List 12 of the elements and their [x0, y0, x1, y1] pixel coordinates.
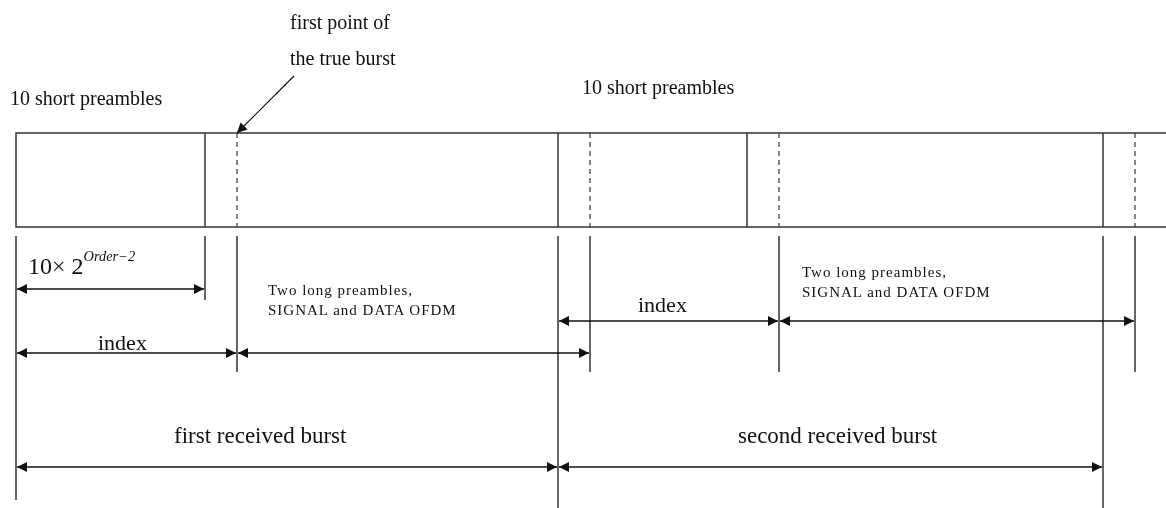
duration-formula: 10× 2$^{Order−2}$: [28, 248, 136, 281]
section-label: 10 short preambles: [582, 75, 735, 99]
leader-arrow: [236, 75, 295, 134]
dimension-label: index: [98, 330, 147, 357]
callout-text: first point of the true burst: [290, 4, 418, 76]
segment-label: Two long preambles, SIGNAL and DATA OFDM: [802, 263, 992, 303]
dimension-label: first received burst: [174, 422, 347, 450]
dimension-label: second received burst: [738, 422, 938, 450]
dimension-label: index: [638, 292, 687, 319]
dashed-boundary-line: [236, 132, 238, 228]
segment-label: Two long preambles, SIGNAL and DATA OFDM: [268, 281, 458, 321]
section-label: 10 short preambles: [10, 86, 163, 110]
